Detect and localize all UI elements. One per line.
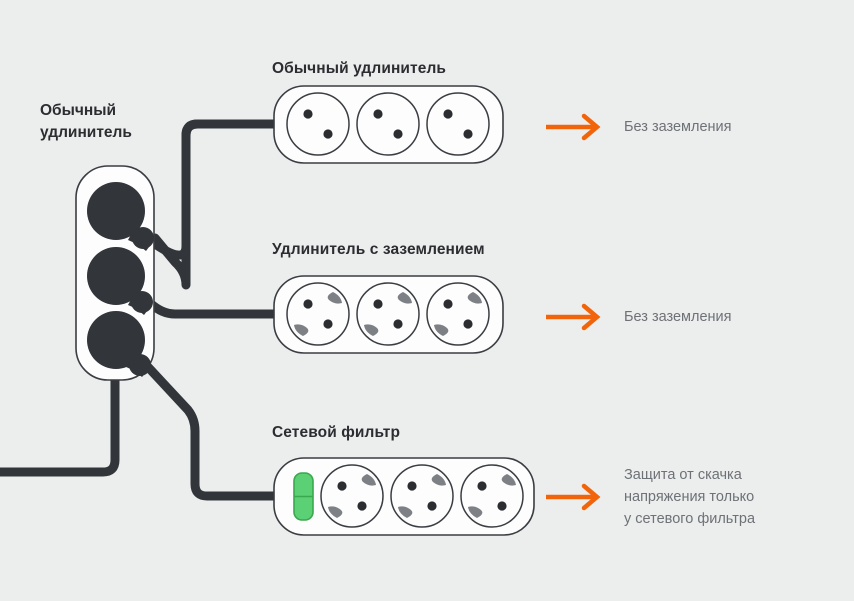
note-surge-protector: Защита от скачка напряжения только у сет… [624,467,756,527]
device-title-surge-protector: Сетевой фильтр [272,424,401,441]
source-plug-1 [87,182,154,251]
cable-source-power [0,375,120,477]
device-title-plain-extension-cord: Обычный удлинитель [272,60,447,77]
arrow-right-icon [546,303,601,331]
source-strip-title-line-1: Обычный [40,102,116,119]
power-switch-icon[interactable] [293,472,314,521]
cable-to-surge-protector [143,362,283,501]
source-strip-title: Обычный удлинитель [40,100,132,144]
device-plain-extension-cord[interactable] [273,85,504,164]
cable-to-plain-cord-main [147,119,283,260]
device-surge-protector[interactable] [273,457,535,536]
note-grounded-extension-cord: Без заземления [624,309,732,325]
note-plain-extension-cord: Без заземления [624,119,732,135]
arrow-right-icon [546,113,601,141]
source-strip-title-line-2: удлинитель [40,124,132,141]
device-grounded-extension-cord[interactable] [273,275,504,354]
source-plug-3 [87,311,151,377]
arrow-right-icon [546,483,601,511]
device-title-grounded-extension-cord: Удлинитель с заземлением [272,241,485,258]
source-plug-2 [87,247,153,315]
